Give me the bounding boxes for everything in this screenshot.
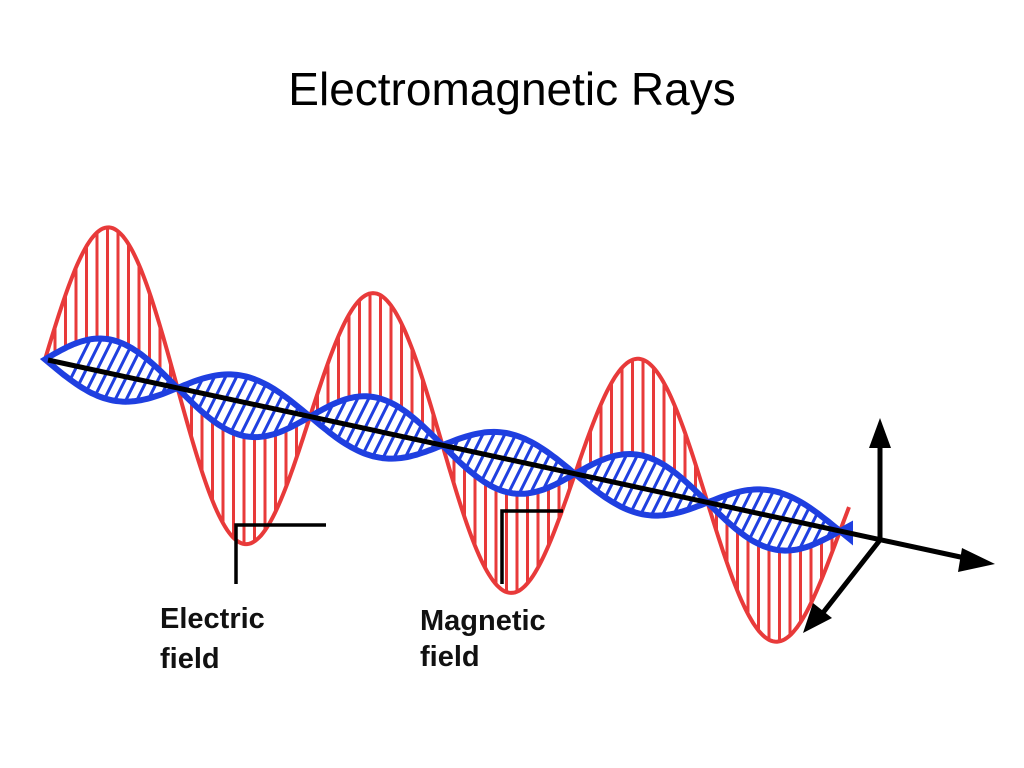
depth-arrow-head	[803, 603, 832, 633]
magnetic-field-leader	[500, 509, 563, 584]
electric-field-label-line1: Electric	[160, 603, 265, 635]
propagation-axis	[47, 357, 966, 561]
electric-field-leader	[234, 523, 326, 584]
depth-axis	[820, 538, 882, 616]
slide-title: Electromagnetic Rays	[288, 63, 736, 115]
electric-field-wave	[43, 225, 851, 644]
magnetic-field-label-line2: field	[420, 641, 480, 673]
propagation-arrow-head	[958, 548, 995, 572]
magnetic-field-label-line1: Magnetic	[420, 605, 546, 637]
vertical-arrow-head	[869, 418, 891, 448]
electric-field-label-line2: field	[160, 643, 220, 675]
